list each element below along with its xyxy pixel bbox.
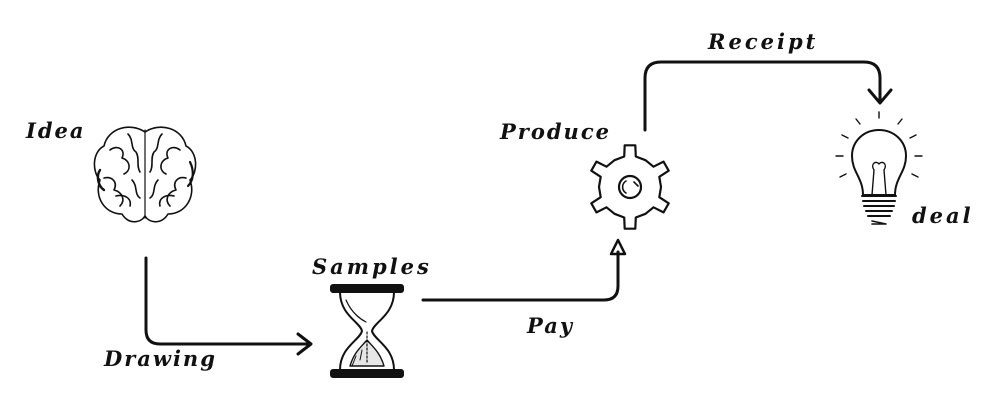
label-receipt: Receipt [708, 29, 819, 54]
connector-drawing-arrowhead [296, 332, 313, 356]
label-deal: deal [912, 203, 974, 228]
hourglass-icon [330, 284, 404, 378]
label-drawing: Drawing [104, 346, 217, 371]
connector-receipt-arrowhead [867, 88, 893, 105]
lightbulb-icon [835, 111, 923, 225]
label-samples: Samples [312, 254, 432, 279]
label-idea: Idea [26, 118, 86, 143]
connector-drawing [144, 256, 310, 346]
gear-icon [590, 144, 670, 230]
brain-icon [93, 126, 197, 223]
connector-receipt [643, 60, 882, 132]
connector-pay [421, 250, 620, 302]
label-pay: Pay [527, 313, 575, 338]
label-produce: Produce [500, 119, 611, 144]
connector-pay-arrowhead [609, 238, 627, 256]
